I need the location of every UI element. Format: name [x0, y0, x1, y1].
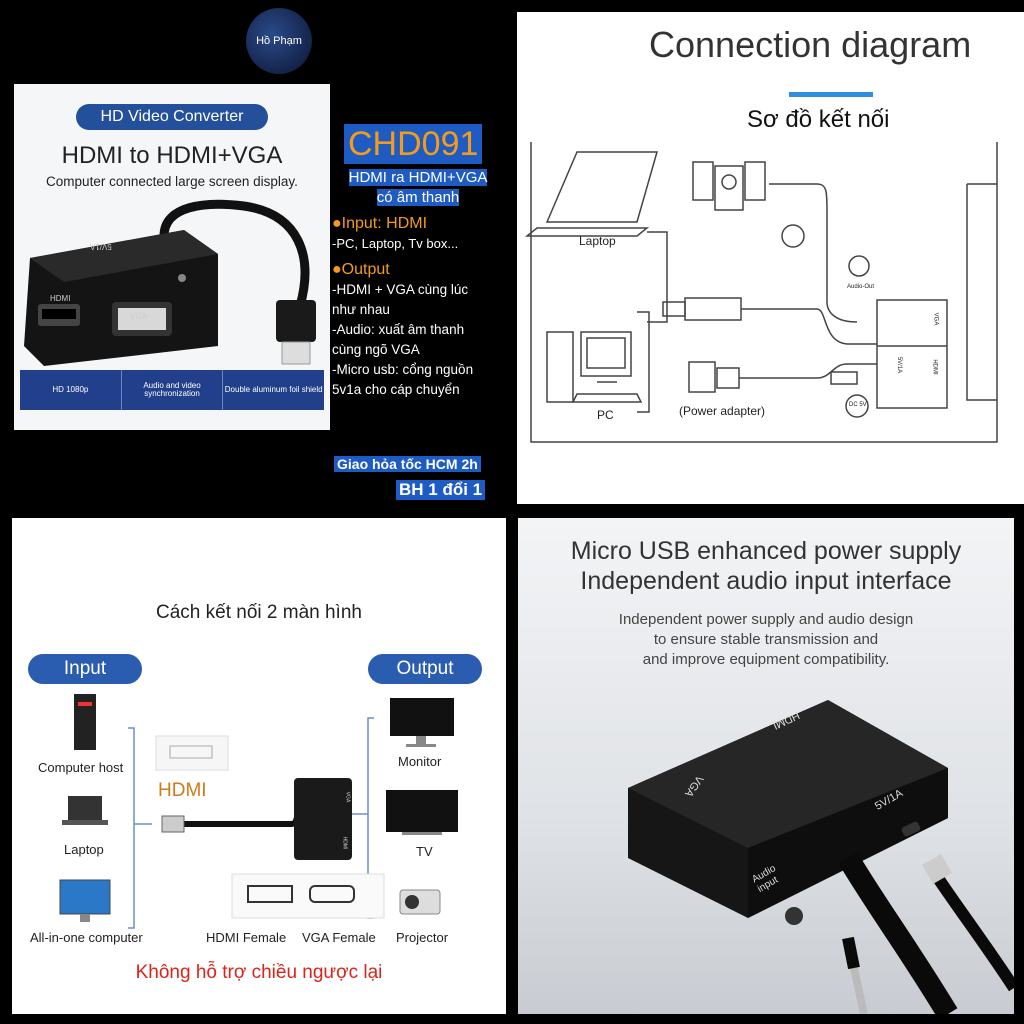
model-number: CHD091	[344, 124, 483, 164]
input-pill: Input	[28, 654, 142, 684]
label-dc5v: DC 5V	[849, 402, 867, 408]
output-line: 5v1a cho cáp chuyển	[332, 382, 460, 397]
product-card: HD Video Converter HDMI to HDMI+VGA Comp…	[14, 84, 330, 430]
label-adapter-hdmi: HDMI	[341, 836, 348, 850]
warranty-note: BH 1 đổi 1	[396, 480, 486, 500]
output-line: cùng ngõ VGA	[332, 342, 420, 357]
power-audio-panel: Micro USB enhanced power supply Independ…	[518, 518, 1014, 1014]
diagram-subtitle: Sơ đồ kết nối	[747, 106, 890, 133]
card-subtitle: Computer connected large screen display.	[46, 174, 298, 189]
output-heading: ●Output	[332, 261, 390, 278]
two-screen-title: Cách kết nối 2 màn hình	[156, 602, 362, 623]
warning-text: Không hỗ trợ chiều ngược lại	[135, 962, 383, 983]
title-underline	[789, 92, 873, 97]
two-screen-illustration	[59, 694, 458, 929]
label-port-vga: VGA	[932, 312, 939, 326]
card-port-vga: VGA	[130, 312, 147, 321]
connection-diagram-panel: Connection diagram Sơ đồ kết nối	[517, 12, 1024, 504]
feature-bar: HD 1080p Audio and video synchronization…	[20, 370, 324, 410]
feature-body: Independent power supply and audio desig…	[518, 610, 1014, 670]
label-computer-host: Computer host	[38, 760, 124, 775]
feature-item: HD 1080p	[20, 370, 122, 410]
label-hdmi-female: HDMI Female	[206, 930, 287, 945]
feature-body-line: to ensure stable transmission and	[653, 631, 879, 648]
label-vga-female: VGA Female	[302, 930, 376, 945]
adapter-illustration	[24, 199, 316, 366]
feature-title-line: Micro USB enhanced power supply	[570, 537, 962, 565]
label-power-adapter: (Power adapter)	[679, 404, 766, 418]
feature-title: Micro USB enhanced power supply Independ…	[518, 536, 1014, 596]
output-list: -HDMI + VGA cùng lúc như nhau -Audio: xu…	[332, 280, 473, 400]
label-monitor: Monitor	[398, 754, 442, 769]
adapter-closeup	[628, 700, 1014, 1014]
diagram-title: Connection diagram	[649, 24, 972, 65]
desc-line-1: HDMI ra HDMI+VGA	[348, 169, 488, 186]
card-port-hdmi: HDMI	[50, 294, 71, 303]
card-port-5v: 5V/1A	[90, 242, 112, 251]
connection-sketch	[524, 142, 998, 443]
feature-title-line: Independent audio input interface	[580, 567, 952, 595]
output-line: như nhau	[332, 302, 390, 317]
label-port-hdmi: HDMI	[931, 359, 938, 375]
output-line: -Micro usb: cổng nguồn	[332, 362, 474, 377]
feature-body-line: and improve equipment compatibility.	[642, 651, 890, 668]
label-port-5v: 5V/1A	[896, 356, 903, 374]
output-line: -HDMI + VGA cùng lúc	[332, 282, 469, 297]
label-hdmi-cable: HDMI	[158, 780, 207, 801]
output-pill: Output	[368, 654, 482, 684]
input-body: -PC, Laptop, Tv box...	[332, 236, 459, 251]
feature-item: Audio and video synchronization	[122, 370, 224, 410]
two-screen-panel: Cách kết nối 2 màn hình Input Output	[12, 518, 506, 1014]
label-laptop: Laptop	[579, 234, 616, 248]
brand-logo: Hồ Phạm	[246, 8, 312, 74]
label-tv: TV	[416, 844, 433, 859]
brand-logo-text: Hồ Phạm	[256, 35, 302, 47]
card-pill: HD Video Converter	[76, 104, 268, 130]
label-projector: Projector	[396, 930, 449, 945]
product-panel: Hồ Phạm HD Video Converter HDMI to HDMI+…	[0, 0, 512, 512]
desc-line-2: có âm thanh	[376, 189, 460, 206]
label-adapter-vga: VGA	[344, 791, 351, 803]
card-title: HDMI to HDMI+VGA	[61, 142, 283, 169]
label-all-in-one: All-in-one computer	[30, 930, 143, 945]
feature-item: Double aluminum foil shield	[224, 384, 323, 394]
shipping-note: Giao hỏa tốc HCM 2h	[334, 456, 481, 472]
input-heading: ●Input: HDMI	[332, 215, 428, 232]
label-pc: PC	[597, 408, 614, 422]
label-laptop: Laptop	[64, 842, 104, 857]
output-line: -Audio: xuất âm thanh	[332, 322, 465, 337]
label-audio-out: Audio-Out	[847, 284, 875, 290]
feature-body-line: Independent power supply and audio desig…	[618, 611, 914, 628]
